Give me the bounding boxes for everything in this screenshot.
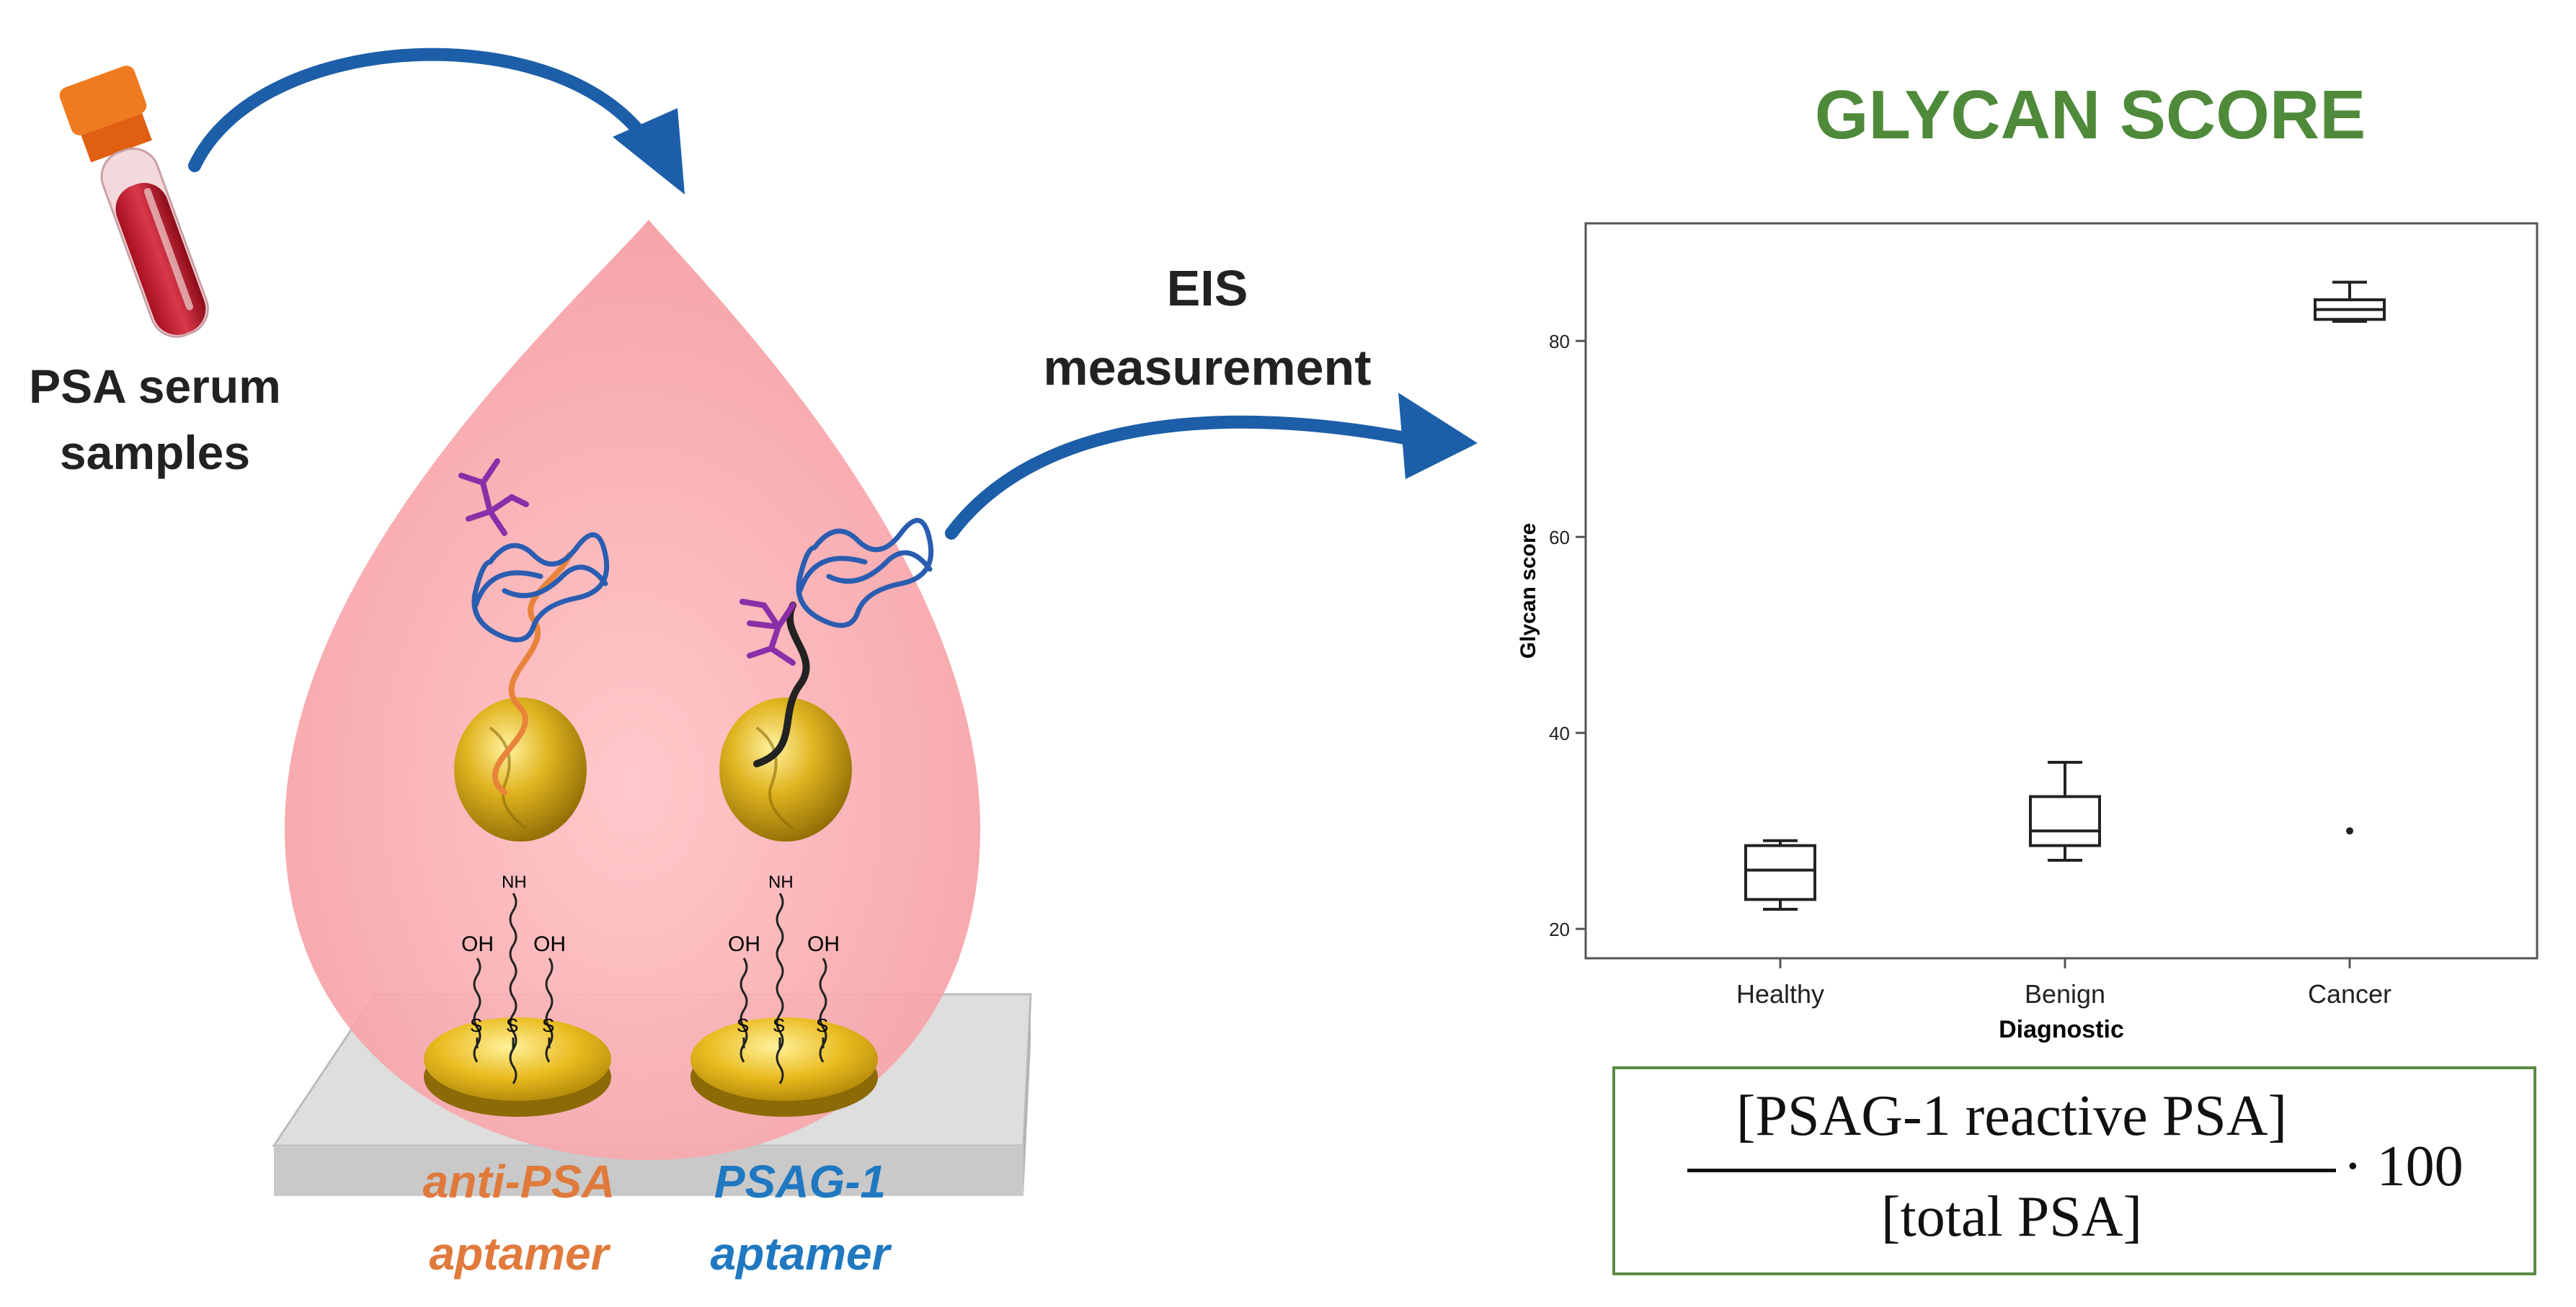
psag1-aptamer-label: PSAG-1 aptamer: [649, 1146, 951, 1290]
x-axis: Healthy Benign Cancer: [1736, 958, 2391, 1009]
formula-numerator: [PSAG-1 reactive PSA]: [1736, 1084, 2288, 1148]
outlier-point: [2346, 827, 2353, 835]
sample-label: PSA serum samples: [0, 353, 310, 486]
formula-denominator: [total PSA]: [1880, 1185, 2143, 1249]
plot-frame: [1584, 222, 2539, 960]
s-label: S: [470, 1014, 482, 1036]
x-tick-label: Cancer: [2308, 979, 2391, 1009]
fraction-bar: [1687, 1169, 2336, 1172]
gold-nanoparticle-right: [719, 697, 852, 842]
gold-nanoparticle-left: [454, 697, 587, 842]
nh-label: NH: [502, 873, 527, 892]
eis-label-line: measurement: [1043, 339, 1372, 396]
y-axis-label: Glycan score: [1516, 523, 1540, 659]
oh-label: OH: [461, 932, 494, 956]
y-axis: 20 40 60 80: [1549, 331, 1586, 940]
s-label: S: [506, 1014, 518, 1036]
eis-arrow-head-icon: [1398, 393, 1478, 479]
eis-measurement-label: EIS measurement: [991, 249, 1424, 407]
boxes: [1744, 280, 2386, 911]
oh-label: OH: [533, 932, 566, 956]
anti-psa-aptamer-label: anti-PSA aptamer: [346, 1146, 692, 1290]
oh-label: OH: [728, 932, 760, 956]
anti-psa-label-line: anti-PSA: [422, 1156, 616, 1208]
gold-electrode-right: [690, 1017, 878, 1117]
box-healthy: [1744, 844, 1816, 901]
eis-arrow-icon: [945, 415, 1419, 540]
psag1-label-line: PSAG-1: [714, 1156, 887, 1208]
x-axis-label: Diagnostic: [1999, 1016, 2124, 1043]
x-tick-label: Healthy: [1736, 979, 1824, 1009]
anti-psa-label-line: aptamer: [429, 1228, 609, 1280]
oh-label: OH: [807, 932, 840, 956]
y-tick-label: 80: [1549, 331, 1570, 352]
y-tick-label: 60: [1549, 527, 1570, 548]
thiol-linkers-left: [473, 893, 554, 1084]
glycan-score-title: GLYCAN SCORE: [1814, 76, 2366, 153]
psa-protein-left: [458, 458, 610, 643]
thiol-linkers-right: [740, 893, 827, 1084]
x-tick-label: Benign: [2025, 979, 2105, 1009]
psag1-aptamer-strand: [753, 602, 810, 767]
glycan-score-formula: [PSAG-1 reactive PSA] [total PSA] · 100: [1612, 1066, 2536, 1275]
sample-label-line: samples: [59, 426, 251, 479]
y-tick-label: 40: [1549, 723, 1570, 744]
s-label: S: [816, 1014, 828, 1036]
y-tick-label: 20: [1549, 919, 1570, 940]
s-label: S: [737, 1014, 749, 1036]
formula-multiplier: · 100: [2343, 1135, 2464, 1198]
psag1-label-line: aptamer: [710, 1228, 890, 1280]
curved-arrow-icon: [188, 48, 655, 172]
glycan-score-boxplot: 20 40 60 80 Healthy Benign Cancer Glycan scor…: [1516, 222, 2539, 1043]
box-benign: [2029, 795, 2101, 847]
arrow-head-icon: [613, 108, 685, 195]
serum-drop: [285, 220, 980, 1160]
eis-label-line: EIS: [1166, 260, 1248, 316]
nh-label: NH: [768, 873, 794, 892]
psa-protein-right: [740, 517, 934, 666]
sample-label-line: PSA serum: [29, 360, 281, 413]
s-label: S: [773, 1014, 785, 1036]
blood-tube-icon: [59, 66, 209, 338]
s-label: S: [542, 1014, 554, 1036]
gold-electrode-left: [424, 1017, 611, 1117]
